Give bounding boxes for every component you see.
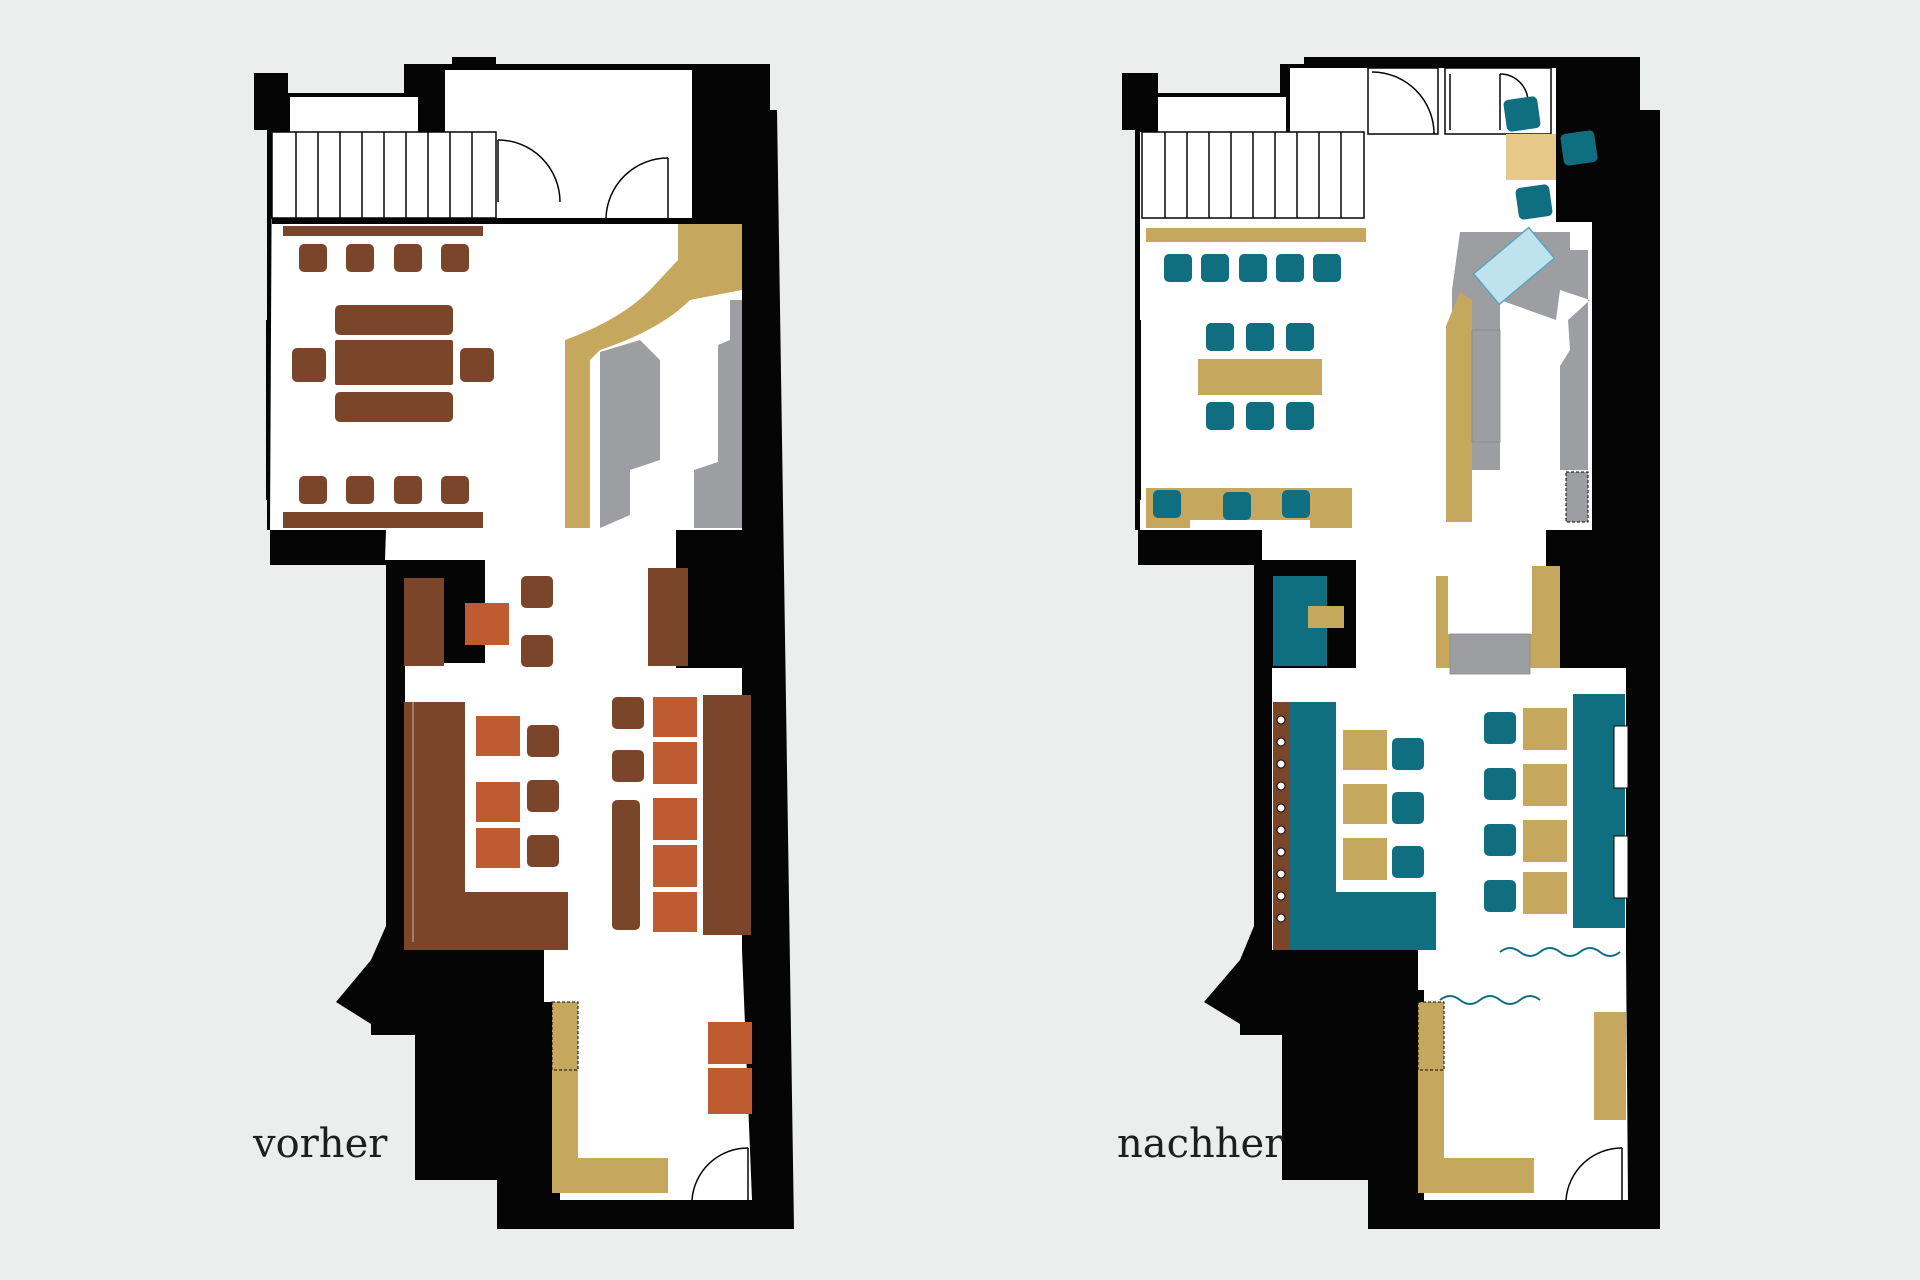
chairs-top-row-before <box>299 244 469 272</box>
booth-mid-before <box>404 578 444 666</box>
chairs-right-before <box>612 697 644 930</box>
shelf-gold-after <box>1594 1012 1626 1120</box>
counter-gold-after <box>1418 1002 1534 1193</box>
chairs-top-after <box>1164 254 1341 282</box>
bench-gold-top-after <box>1146 228 1366 242</box>
center-table-after <box>1198 359 1322 395</box>
door-arc-before-4 <box>691 1147 749 1201</box>
door-arc-after-4 <box>1565 1147 1623 1201</box>
chairs-teal-right-after <box>1484 712 1516 912</box>
tables-rust-right-before <box>653 697 697 932</box>
chairs-teal-left-after <box>1392 738 1424 878</box>
booth-right-before <box>648 568 688 666</box>
wave-2-after <box>1439 995 1541 1005</box>
kitchen-block-before <box>600 340 660 528</box>
bench-top-before <box>283 226 483 236</box>
table-rust-1-before <box>465 603 509 645</box>
stair-lines-before <box>295 132 473 218</box>
bar-ice-after <box>1472 226 1556 306</box>
door-arc-before-3 <box>495 1015 541 1065</box>
chairs-bottom-row-before <box>299 476 469 504</box>
plan-before <box>254 57 794 1229</box>
counter-gold-before <box>552 1002 668 1193</box>
lounge-table-after <box>1506 134 1556 180</box>
chairs-bottom-after <box>1153 490 1310 520</box>
bar-counter-before <box>565 224 742 528</box>
bench-right-before <box>703 695 751 935</box>
banquette-L-before <box>404 702 568 950</box>
door-arc-before-2 <box>605 157 669 219</box>
window-block-after <box>1158 97 1286 132</box>
wave-1-after <box>1499 947 1621 957</box>
lounge-chairs-after <box>1503 96 1598 220</box>
tables-rust-entry-before <box>708 1022 752 1114</box>
door-arc-before-1 <box>497 139 561 203</box>
plan-after <box>1122 57 1660 1229</box>
chairs-left-before <box>527 725 559 867</box>
tables-gold-right-after <box>1523 708 1567 914</box>
door-arc-after-1 <box>1371 71 1435 135</box>
door-arc-after-3 <box>1355 1015 1403 1065</box>
label-after: nachher <box>1117 1121 1284 1167</box>
label-before: vorher <box>253 1121 388 1167</box>
table-group-before <box>292 305 494 422</box>
chairs-center-after <box>1206 323 1314 430</box>
banquette-lights-after <box>1276 715 1286 923</box>
tables-gold-left-after <box>1343 730 1387 880</box>
tables-rust-left-before <box>476 716 520 868</box>
banquette-teal-after <box>1273 702 1436 950</box>
bench-bottom-before <box>283 512 483 528</box>
stair-lines-after <box>1164 132 1342 218</box>
window-block-before <box>290 97 418 132</box>
bar-gold-after <box>1446 292 1472 522</box>
divider-before <box>272 218 742 224</box>
